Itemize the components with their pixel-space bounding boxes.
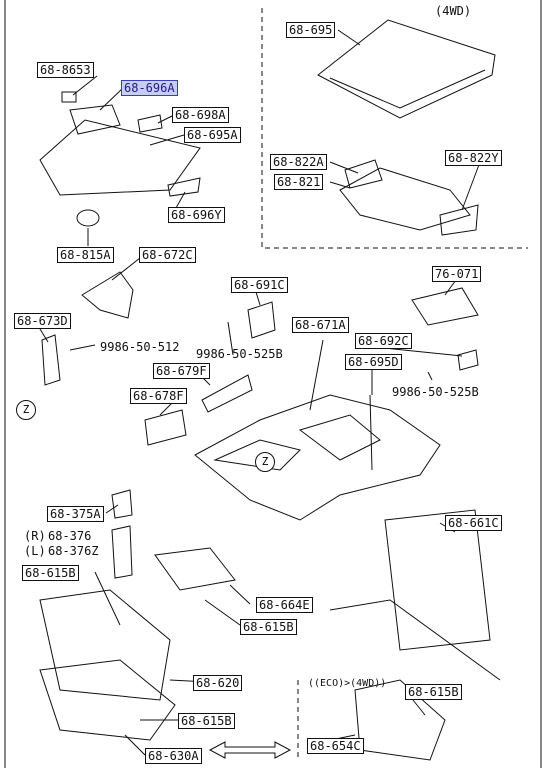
part-label-9986-50-525B-upper[interactable]: 9986-50-525B <box>196 347 283 361</box>
part-label-68-815A[interactable]: 68-815A <box>57 247 114 263</box>
part-label-68-822A[interactable]: 68-822A <box>270 154 327 170</box>
part-label-68-692C[interactable]: 68-692C <box>355 333 412 349</box>
part-label-68-696A[interactable]: 68-696A <box>121 80 178 96</box>
pad-696a <box>69 104 121 135</box>
part-label-68-615B-eco[interactable]: 68-615B <box>405 684 462 700</box>
part-label-68-615B-middle[interactable]: 68-615B <box>240 619 297 635</box>
part-label-68-696Y[interactable]: 68-696Y <box>168 207 225 223</box>
part-label-9986-50-512[interactable]: 9986-50-512 <box>100 340 180 354</box>
part-label-68-620[interactable]: 68-620 <box>193 675 243 691</box>
transfer-arrow <box>208 741 292 759</box>
floor-mat-4wd <box>317 19 496 119</box>
part-label-68-691C[interactable]: 68-691C <box>231 277 288 293</box>
part-label-68-679F[interactable]: 68-679F <box>153 363 210 379</box>
part-label-68-8653[interactable]: 68-8653 <box>37 62 94 78</box>
part-label-68-615B-upper-left[interactable]: 68-615B <box>22 565 79 581</box>
part-label-68-661C[interactable]: 68-661C <box>445 515 502 531</box>
pad-698a <box>137 114 163 133</box>
four-wd-note: (4WD) <box>435 4 472 18</box>
part-label-9986-50-525B-lower[interactable]: 9986-50-525B <box>392 385 479 399</box>
floor-carpet <box>194 394 441 521</box>
part-label-68-376Z[interactable]: 68-376Z <box>48 544 99 558</box>
reference-marker-z-left: Z <box>16 400 36 420</box>
part-label-68-698A[interactable]: 68-698A <box>172 107 229 123</box>
part-label-68-671A[interactable]: 68-671A <box>292 317 349 333</box>
part-label-68-672C[interactable]: 68-672C <box>139 247 196 263</box>
bracket-672c <box>81 271 134 319</box>
part-label-68-822Y[interactable]: 68-822Y <box>445 150 502 166</box>
mat-821 <box>339 167 471 231</box>
grommet <box>76 209 100 227</box>
clip-part <box>61 91 77 103</box>
part-label-68-695D[interactable]: 68-695D <box>345 354 402 370</box>
part-label-68-375A[interactable]: 68-375A <box>47 506 104 522</box>
part-label-76-071[interactable]: 76-071 <box>432 266 482 282</box>
part-label-68-664E[interactable]: 68-664E <box>256 597 313 613</box>
part-label-68-654C[interactable]: 68-654C <box>307 738 364 754</box>
part-label-68-615B-lower[interactable]: 68-615B <box>178 713 235 729</box>
part-label-68-678F[interactable]: 68-678F <box>130 388 187 404</box>
trunk-mat <box>39 119 201 196</box>
part-label-68-695A[interactable]: 68-695A <box>184 127 241 143</box>
part-label-68-695[interactable]: 68-695 <box>286 22 336 38</box>
eco-note: ((ECO)>(4WD)) <box>308 678 387 689</box>
pad-76-071 <box>411 287 479 326</box>
part-label-68-673D[interactable]: 68-673D <box>14 313 71 329</box>
part-label-68-630A[interactable]: 68-630A <box>145 748 202 764</box>
left-side-mark: (L) <box>24 544 46 558</box>
dash-panel <box>384 509 491 651</box>
reference-marker-z-center: Z <box>255 452 275 472</box>
4wd-region-border <box>261 8 528 249</box>
part-label-68-376[interactable]: 68-376 <box>48 529 92 543</box>
right-side-mark: (R) <box>24 529 46 543</box>
part-label-68-821[interactable]: 68-821 <box>274 174 324 190</box>
insulator-620 <box>39 589 171 701</box>
